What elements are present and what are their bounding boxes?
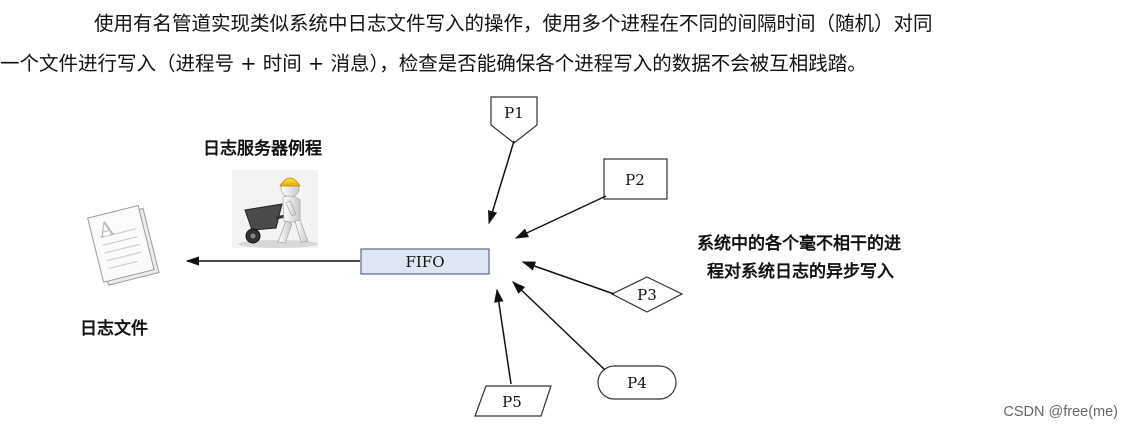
- watermark: CSDN @free(me): [1003, 404, 1118, 420]
- process-p2-label: P2: [625, 171, 645, 189]
- log-file-label: 日志文件: [80, 319, 148, 339]
- document-icon: A: [87, 204, 160, 286]
- worker-wheelbarrow-icon: [232, 170, 318, 248]
- description-line-2: 程对系统日志的异步写入: [707, 262, 894, 282]
- p3-arrow: [521, 261, 615, 295]
- process-p5-node: P5: [474, 385, 552, 417]
- p2-arrow: [514, 195, 607, 239]
- fifo-box: [360, 248, 490, 275]
- p4-arrow: [512, 281, 606, 371]
- document-letter: A: [95, 215, 116, 242]
- process-p3-label: P3: [637, 286, 657, 304]
- process-p4-label: P4: [627, 374, 647, 392]
- intro-paragraph: 使用有名管道实现类似系统中日志文件写入的操作，使用多个进程在不同的间隔时间（随机…: [0, 4, 1128, 84]
- process-p3-node: P3: [610, 276, 684, 313]
- process-p5-label: P5: [502, 393, 522, 411]
- process-p2-node: P2: [603, 158, 668, 200]
- log-server-label: 日志服务器例程: [203, 139, 322, 159]
- intro-line-1: 使用有名管道实现类似系统中日志文件写入的操作，使用多个进程在不同的间隔时间（随机…: [94, 12, 933, 35]
- process-p1-node: P1: [490, 96, 538, 144]
- intro-line-2: 一个文件进行写入（进程号 + 时间 + 消息），检查是否能确保各个进程写入的数据…: [0, 52, 867, 75]
- process-p1-label: P1: [504, 104, 524, 122]
- p5-arrow: [494, 288, 512, 385]
- process-p4-node: P4: [597, 365, 677, 400]
- p1-arrow: [488, 140, 515, 225]
- fifo-label: FIFO: [405, 253, 444, 271]
- description-label: 系统中的各个毫不相干的进 程对系统日志的异步写入: [697, 230, 901, 286]
- description-line-1: 系统中的各个毫不相干的进: [697, 234, 901, 254]
